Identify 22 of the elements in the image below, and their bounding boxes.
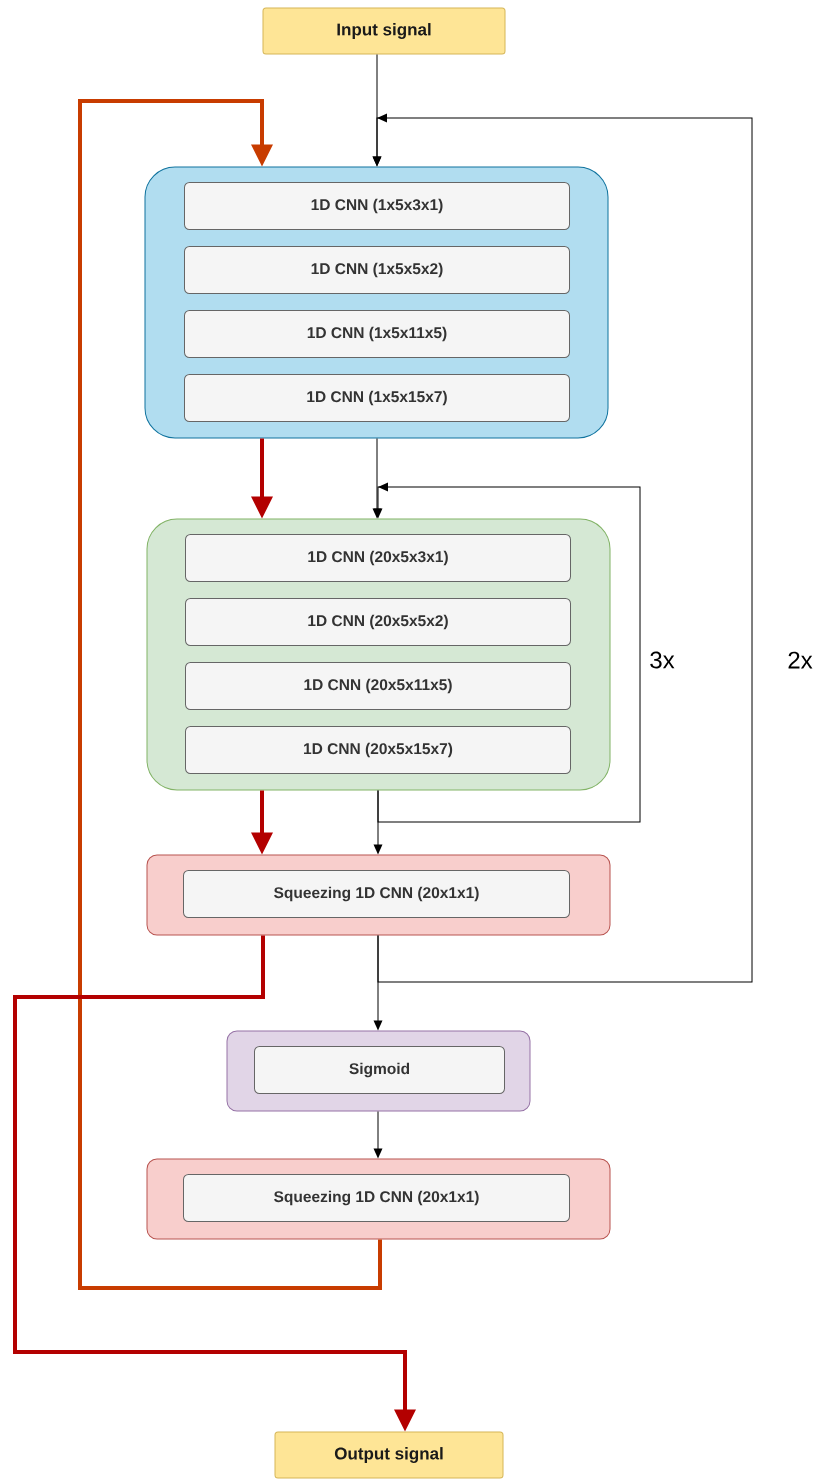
signal-box: Output signal [274,1431,504,1479]
arrow [251,790,273,855]
arrow [78,99,382,1290]
layer-box: 1D CNN (1x5x11x5) [184,310,570,358]
layer-box: 1D CNN (20x5x3x1) [185,534,571,582]
arrow [13,935,416,1432]
edge-label: 2x [788,651,813,669]
layer-box: 1D CNN (20x5x15x7) [185,726,571,774]
arrow [372,113,753,983]
layer-box: 1D CNN (20x5x5x2) [185,598,571,646]
arrow [373,482,641,823]
signal-box: Input signal [262,7,506,55]
layer-box: 1D CNN (1x5x15x7) [184,374,570,422]
layer-box: Squeezing 1D CNN (20x1x1) [183,870,570,918]
edge-label: 3x [650,651,675,669]
layer-box: Sigmoid [254,1046,505,1094]
arrow [373,1111,383,1159]
layer-box: 1D CNN (1x5x3x1) [184,182,570,230]
layer-box: 1D CNN (20x5x11x5) [185,662,571,710]
layer-box: 1D CNN (1x5x5x2) [184,246,570,294]
layer-box: Squeezing 1D CNN (20x1x1) [183,1174,570,1222]
arrow [251,438,273,519]
